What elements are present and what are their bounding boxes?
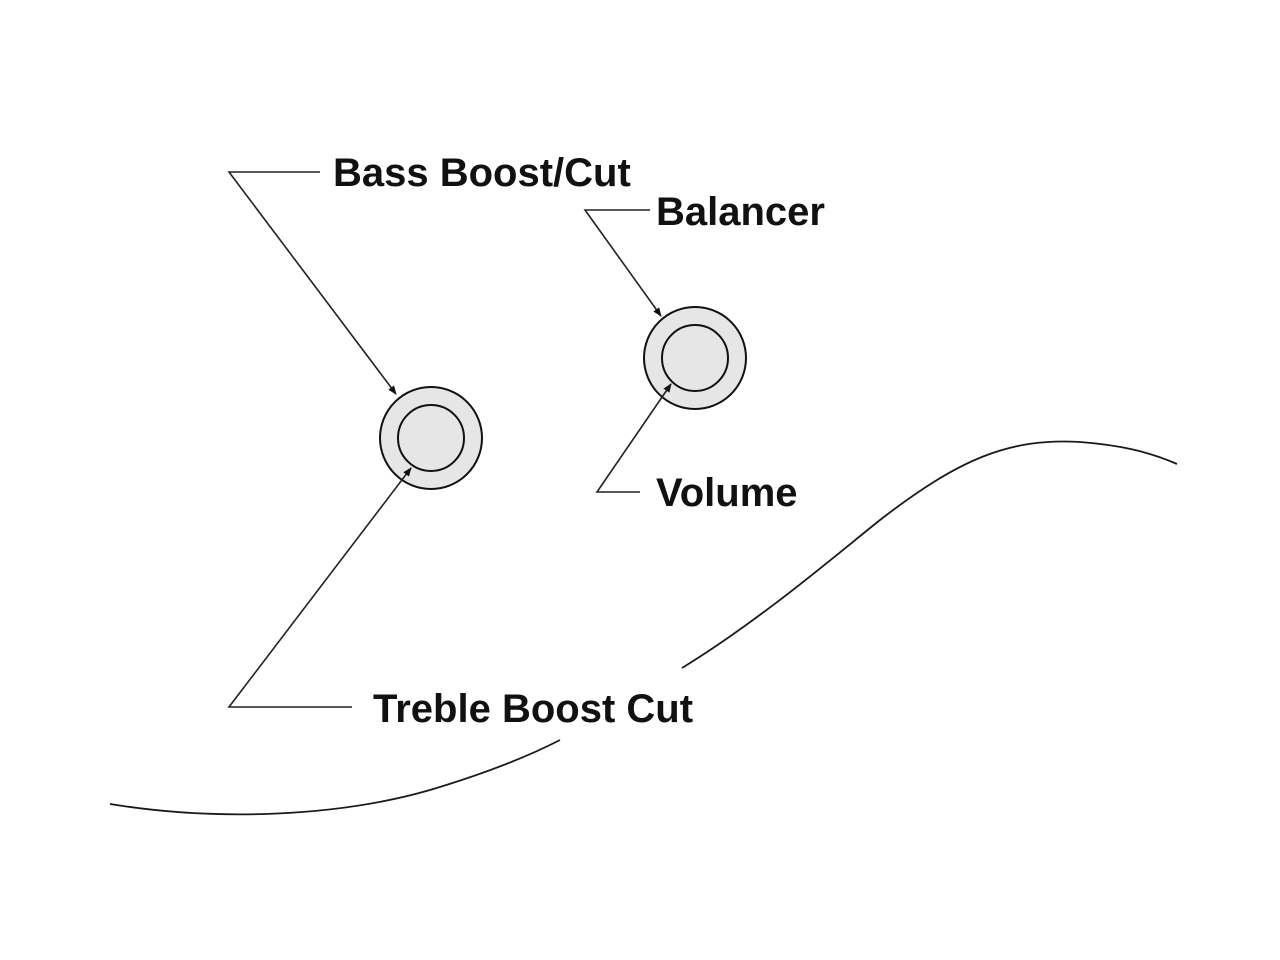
bass-treble-knob <box>379 386 483 490</box>
volume-leader-line <box>595 383 672 493</box>
bass-leader-line <box>227 171 397 395</box>
balancer-leader-line <box>583 209 662 317</box>
treble-leader-line <box>227 467 412 708</box>
treble-boost-cut-label: Treble Boost Cut <box>373 687 693 731</box>
volume-label: Volume <box>656 471 798 515</box>
body-outline-upper <box>681 440 1178 669</box>
balancer-volume-knob <box>643 306 747 410</box>
bass-boost-cut-label: Bass Boost/Cut <box>333 151 631 195</box>
body-outline-lower <box>109 739 561 816</box>
balancer-label: Balancer <box>656 190 825 234</box>
